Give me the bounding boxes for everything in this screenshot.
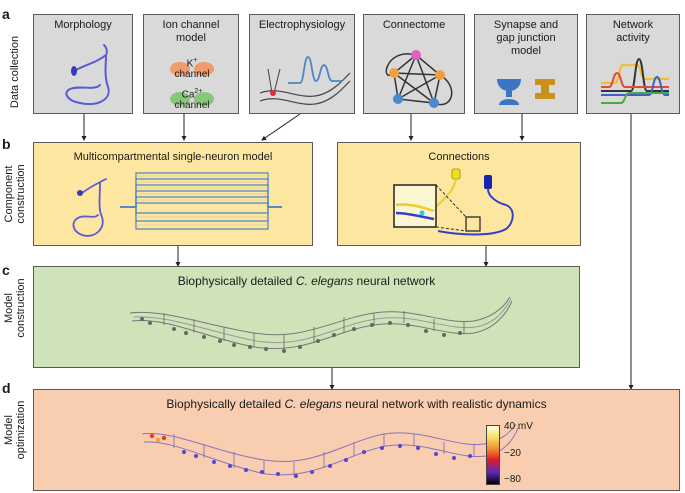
electrophysiology-worm-icon bbox=[259, 56, 351, 105]
panel-letter-a: a bbox=[2, 6, 10, 22]
colorbar-label-top: 40 mV bbox=[504, 421, 533, 432]
single-neuron-morphology-icon bbox=[72, 178, 107, 237]
k-channel-icon bbox=[170, 62, 214, 106]
arrow-electrophysiology bbox=[261, 113, 301, 141]
connectome-graph-icon bbox=[385, 50, 453, 108]
connections-illustration bbox=[393, 168, 514, 236]
colorbar-label-mid: −20 bbox=[504, 448, 521, 459]
colorbar-label-bottom: −80 bbox=[504, 474, 521, 485]
panel-letter-c: c bbox=[2, 262, 10, 278]
box-connectome: Connectome bbox=[363, 14, 465, 114]
model-construction-title: Biophysically detailed C. elegans neural… bbox=[177, 274, 436, 288]
worm-network-colored bbox=[141, 423, 519, 478]
ca-channel-label: Ca2+channel bbox=[174, 88, 210, 112]
worm-network-gray bbox=[129, 296, 513, 353]
box-model-optimization: Biophysically detailed C. elegans neural… bbox=[33, 389, 680, 491]
panel-letter-d: d bbox=[2, 380, 11, 396]
box-electrophysiology: Electrophysiology bbox=[249, 14, 355, 114]
box-title-connections: Connections bbox=[428, 151, 490, 163]
morphology-neuron-icon bbox=[65, 44, 110, 105]
network-activity-traces-icon bbox=[601, 57, 669, 104]
box-title-electrophysiology: Electrophysiology bbox=[258, 19, 346, 31]
box-title-connectome: Connectome bbox=[382, 19, 446, 31]
box-title-morphology: Morphology bbox=[54, 19, 112, 31]
box-connections: Connections bbox=[337, 142, 581, 246]
k-channel-label: K+channel bbox=[174, 57, 210, 81]
model-optimization-title: Biophysically detailed C. elegans neural… bbox=[166, 397, 547, 411]
box-single-neuron-model: Multicompartmental single-neuron model bbox=[33, 142, 313, 246]
voltage-trace-family bbox=[120, 172, 282, 230]
box-title-single-neuron: Multicompartmental single-neuron model bbox=[73, 151, 273, 163]
box-morphology: Morphology bbox=[33, 14, 133, 114]
box-model-construction: Biophysically detailed C. elegans neural… bbox=[33, 266, 580, 368]
voltage-colorbar bbox=[486, 425, 500, 485]
synapse-gap-junction-icon bbox=[497, 79, 555, 105]
panel-letter-b: b bbox=[2, 136, 11, 152]
